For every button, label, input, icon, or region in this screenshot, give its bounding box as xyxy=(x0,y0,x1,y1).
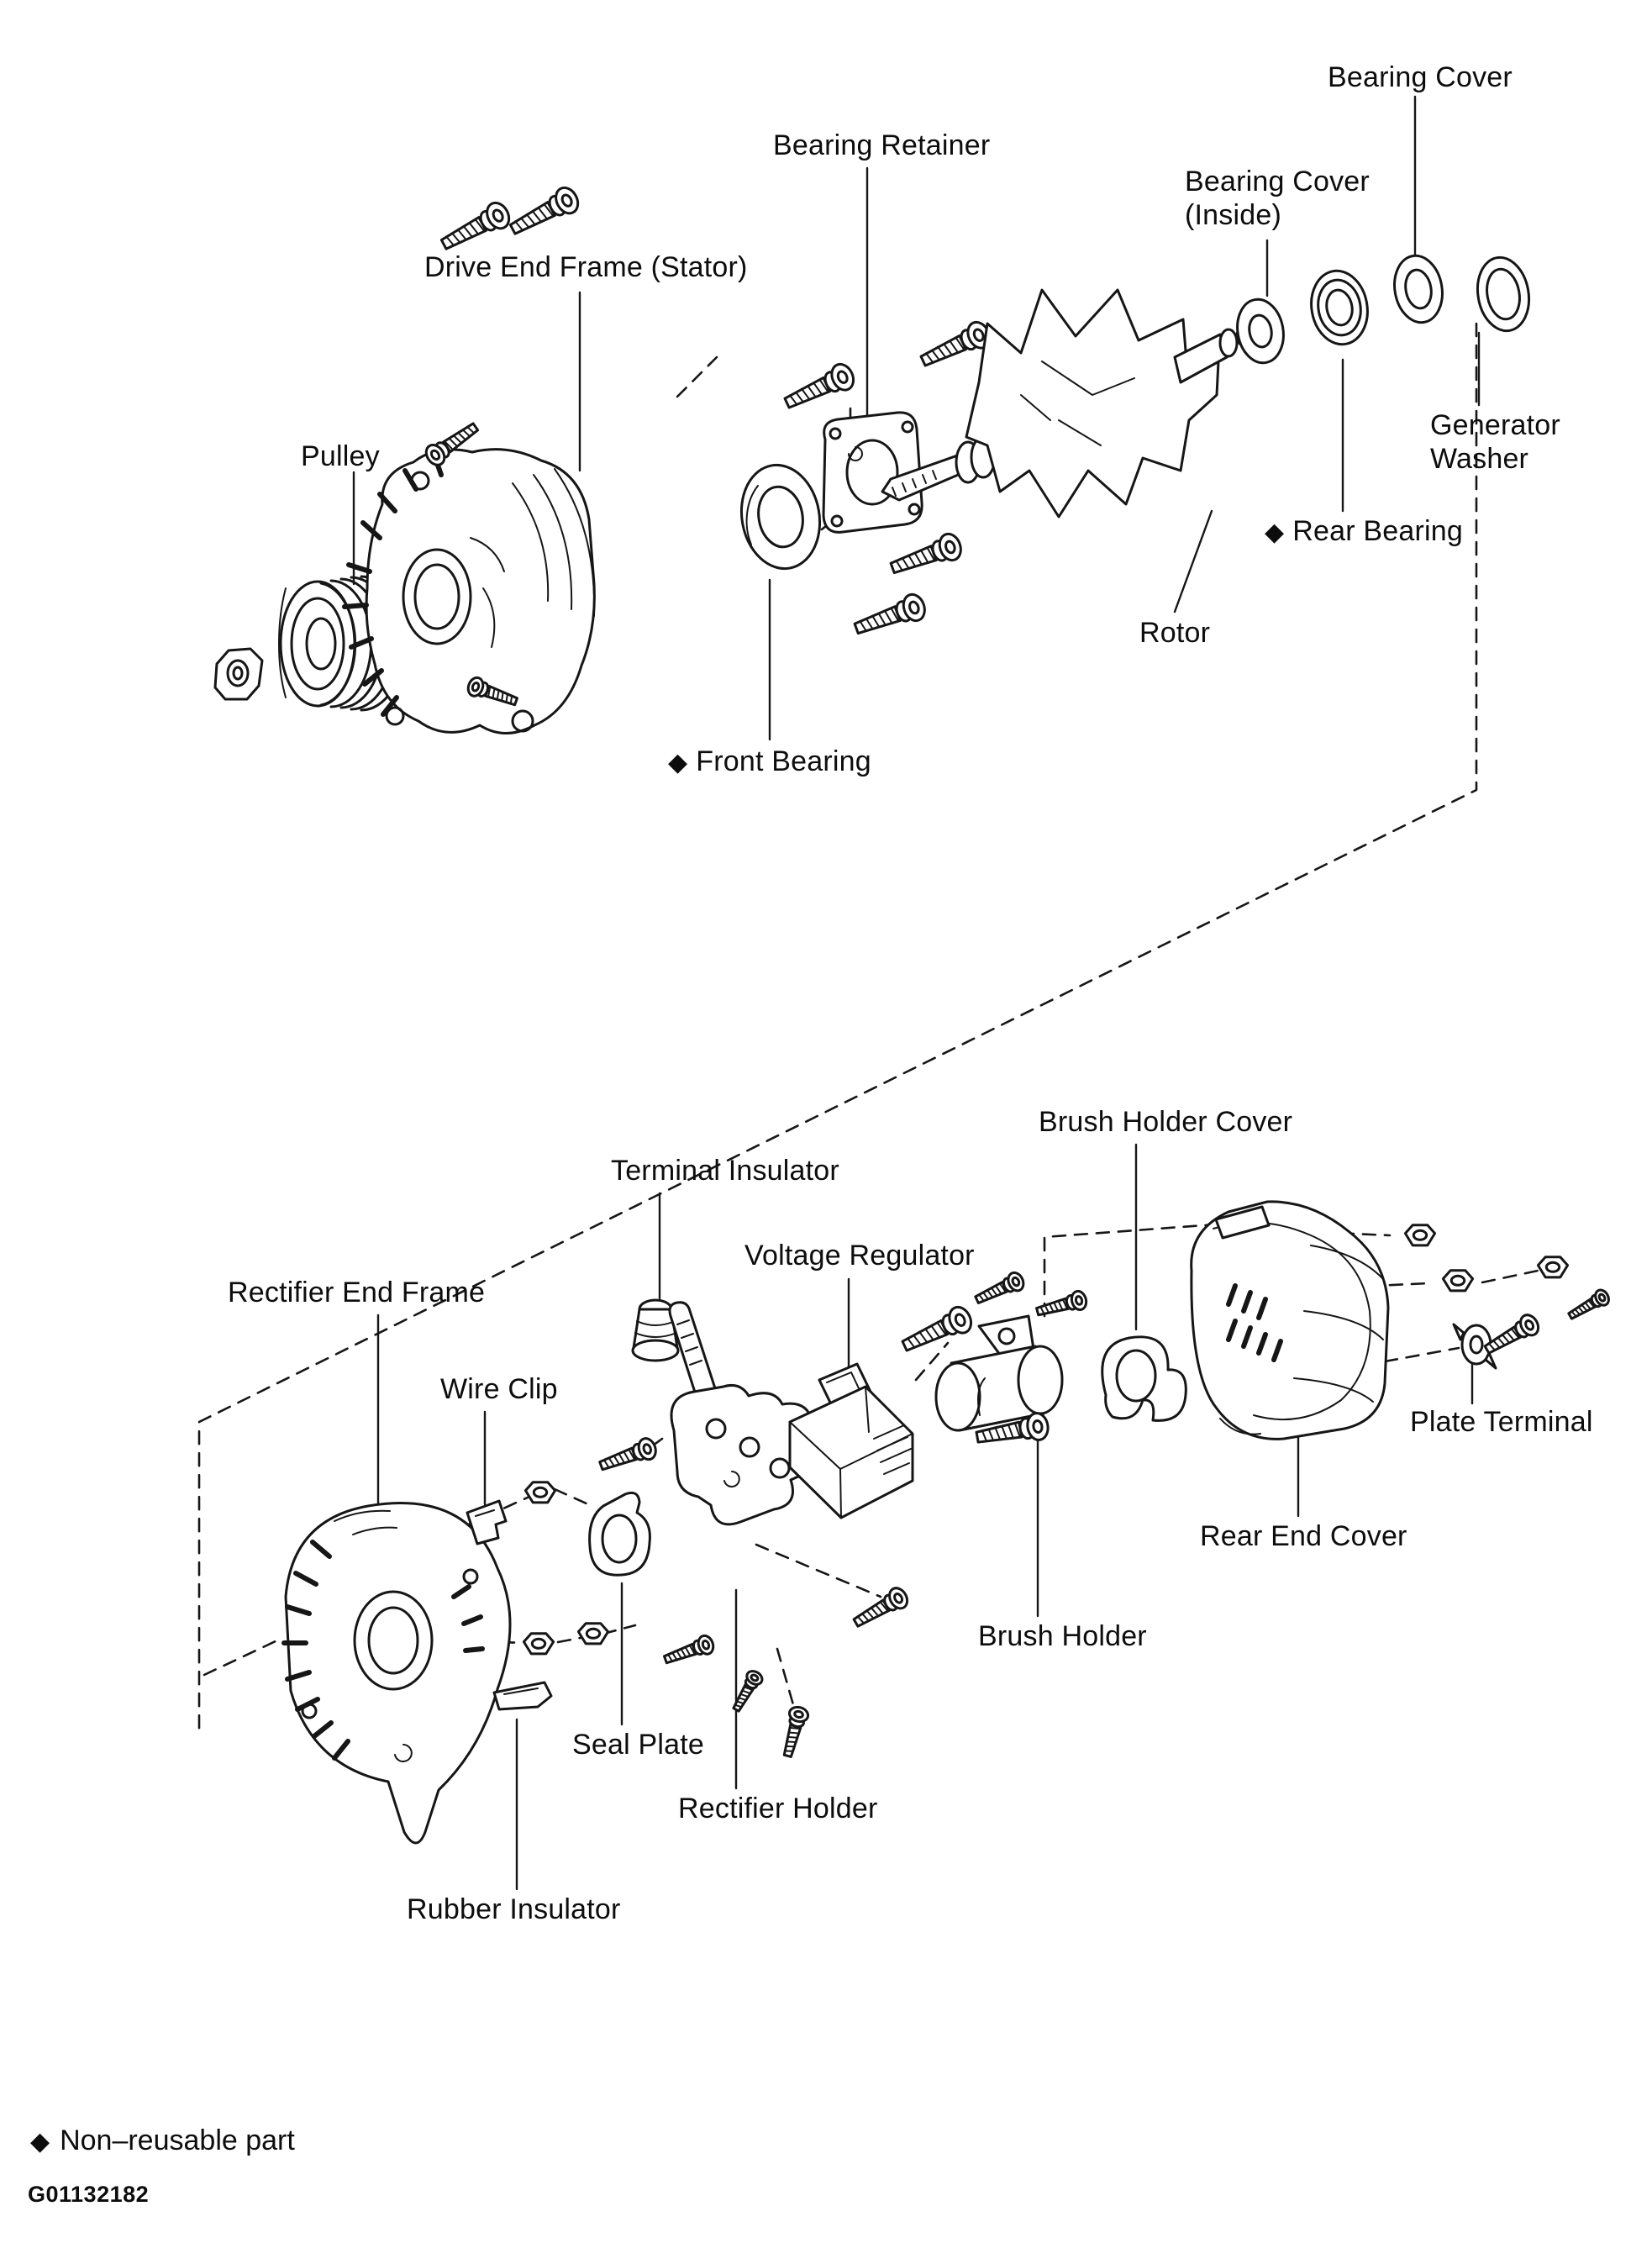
label-rectifier-end-frame: Rectifier End Frame xyxy=(228,1277,486,1308)
label-rubber-insulator: Rubber Insulator xyxy=(407,1893,621,1925)
bearing-cover-drawing xyxy=(1389,252,1447,327)
drive-end-frame-drawing xyxy=(345,417,594,733)
label-front-bearing: ◆Front Bearing xyxy=(668,745,871,777)
bearing-cover-inside-drawing xyxy=(1233,296,1288,366)
wire-clip-drawing xyxy=(467,1501,506,1544)
label-rear-bearing: ◆Rear Bearing xyxy=(1265,515,1464,547)
figure-code: G01132182 xyxy=(28,2182,150,2207)
non-reusable-legend: ◆ Non–reusable part xyxy=(30,2124,295,2157)
rear-bearing-drawing xyxy=(1306,266,1373,349)
non-reusable-diamond-icon: ◆ xyxy=(668,749,688,777)
label-drive-end-frame: Drive End Frame (Stator) xyxy=(424,251,748,283)
non-reusable-diamond-icon: ◆ xyxy=(30,2128,50,2156)
rectifier-holder-drawing xyxy=(670,1303,823,1524)
label-plate-terminal: Plate Terminal xyxy=(1410,1406,1593,1438)
label-rotor: Rotor xyxy=(1139,617,1211,649)
brush-holder-cover-drawing xyxy=(1102,1337,1186,1421)
leader-lines xyxy=(354,97,1479,1889)
brush-holder-drawing xyxy=(936,1316,1062,1430)
label-terminal-insulator: Terminal Insulator xyxy=(611,1155,839,1187)
label-wire-clip: Wire Clip xyxy=(440,1373,558,1405)
rubber-insulator-drawing xyxy=(494,1682,551,1709)
front-bearing-drawing xyxy=(734,459,828,575)
non-reusable-diamond-icon: ◆ xyxy=(1265,519,1285,546)
legend-text: Non–reusable part xyxy=(60,2124,295,2156)
label-pulley: Pulley xyxy=(301,440,380,472)
label-rectifier-holder: Rectifier Holder xyxy=(678,1793,878,1824)
label-seal-plate: Seal Plate xyxy=(572,1729,704,1761)
terminal-insulator-drawing xyxy=(633,1300,678,1361)
label-rear-end-cover: Rear End Cover xyxy=(1200,1520,1407,1552)
generator-washer-drawing xyxy=(1472,253,1534,334)
label-bearing-cover-inside: Bearing Cover (Inside) xyxy=(1185,166,1370,231)
rear-end-cover-drawing xyxy=(1192,1202,1388,1439)
rotor-drawing xyxy=(882,290,1247,517)
label-bearing-retainer: Bearing Retainer xyxy=(773,129,991,161)
seal-plate-drawing xyxy=(590,1493,650,1575)
voltage-regulator-drawing xyxy=(790,1364,913,1518)
label-generator-washer: Generator Washer xyxy=(1430,409,1560,475)
label-brush-holder: Brush Holder xyxy=(978,1620,1147,1652)
label-voltage-regulator: Voltage Regulator xyxy=(744,1240,975,1272)
rectifier-end-frame-drawing xyxy=(284,1503,510,1843)
pulley-nut-drawing xyxy=(215,649,262,699)
label-brush-holder-cover: Brush Holder Cover xyxy=(1039,1106,1293,1138)
label-bearing-cover: Bearing Cover xyxy=(1328,61,1513,93)
